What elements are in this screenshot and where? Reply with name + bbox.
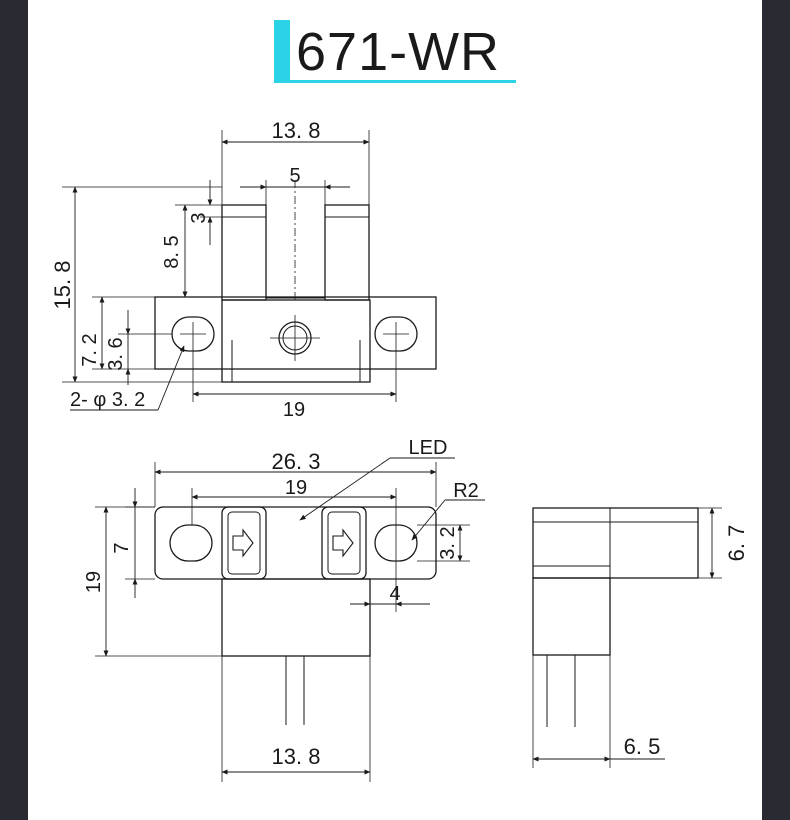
dim-top-offset: 4 bbox=[389, 583, 400, 605]
dim-front-hole-height: 7. 2 bbox=[79, 333, 101, 366]
dim-top-overall: 26. 3 bbox=[272, 449, 321, 474]
top-left-mount-hole bbox=[169, 524, 213, 562]
dim-top-flange: 7 bbox=[111, 542, 133, 553]
dim-top-body: 13. 8 bbox=[272, 744, 321, 769]
arrow-right-icon bbox=[232, 528, 254, 558]
title-block: 671-WR bbox=[274, 20, 516, 83]
dim-side-depth: 6. 5 bbox=[624, 734, 661, 759]
dim-front-width-top: 13. 8 bbox=[272, 118, 321, 143]
front-right-arm bbox=[324, 204, 370, 301]
title-accent-bar bbox=[274, 20, 290, 82]
top-body-outline bbox=[221, 578, 371, 657]
label-led: LED bbox=[409, 437, 448, 459]
dim-front-hole-center: 3. 6 bbox=[105, 337, 127, 370]
side-top-outline bbox=[532, 507, 699, 579]
front-flange-outline bbox=[154, 296, 437, 370]
dim-side-height: 6. 7 bbox=[724, 525, 749, 562]
dim-front-arm: 8. 5 bbox=[161, 235, 183, 268]
top-right-window bbox=[321, 506, 367, 580]
dim-front-hole-spacing: 19 bbox=[283, 399, 305, 421]
dim-top-height: 19 bbox=[83, 571, 105, 593]
front-body-outline bbox=[221, 299, 371, 383]
front-view bbox=[62, 130, 437, 411]
dim-front-arm-top: 3 bbox=[188, 212, 210, 223]
dim-front-holes: 2- φ 3. 2 bbox=[70, 389, 145, 411]
dim-top-slot-height: 3. 2 bbox=[437, 526, 459, 559]
front-left-arm bbox=[221, 204, 267, 301]
arrow-right-icon bbox=[332, 528, 354, 558]
side-view bbox=[532, 507, 722, 768]
dim-top-hole-spacing: 19 bbox=[285, 477, 307, 499]
top-view bbox=[95, 457, 485, 782]
page-title: 671-WR bbox=[296, 22, 501, 82]
dim-front-height: 15. 8 bbox=[50, 261, 75, 310]
top-flange-outline bbox=[154, 506, 437, 580]
side-body-outline bbox=[532, 577, 611, 656]
top-left-window bbox=[221, 506, 267, 580]
dim-front-slot: 5 bbox=[289, 165, 300, 187]
dim-top-radius: R2 bbox=[453, 480, 479, 502]
title-underline bbox=[274, 80, 516, 83]
